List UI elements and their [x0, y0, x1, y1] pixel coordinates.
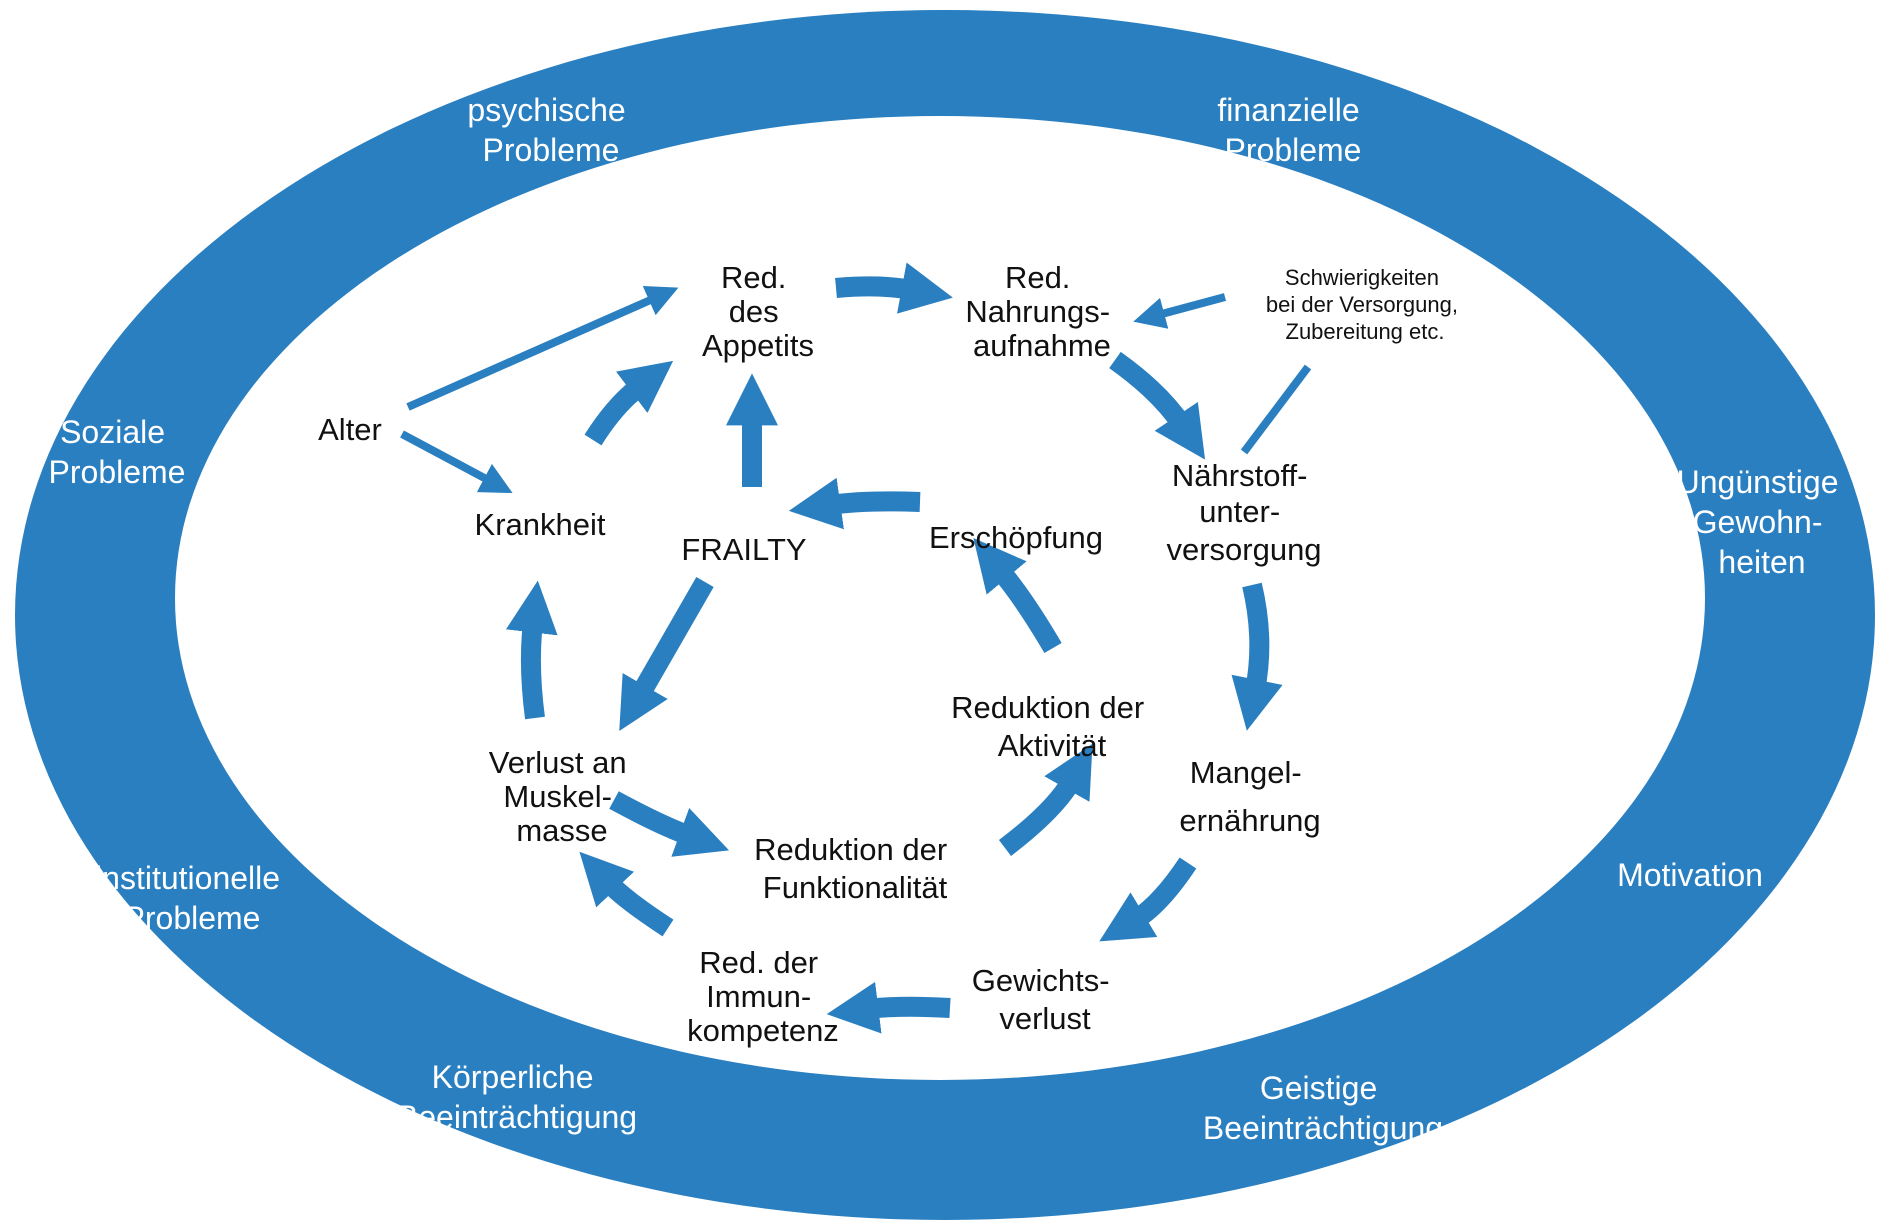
arrow-frailty-to-muskel — [619, 577, 714, 732]
label-unguenstige-gewohnheiten: Ungünstige Gewohn- heiten — [1677, 464, 1848, 580]
node-red-des-appetits: Red. des Appetits — [702, 260, 814, 363]
arrow-naehrstoff-to-mangel — [1231, 582, 1283, 731]
arrow-aktivitaet-to-erschoepfung — [973, 538, 1062, 654]
outer-factor-labels: psychische Probleme finanzielle Probleme… — [49, 92, 1848, 1146]
arrow-immun-to-muskel — [579, 851, 674, 937]
node-gewichtsverlust: Gewichts- verlust — [972, 963, 1118, 1036]
node-reduktion-der-funktionalitaet: Reduktion der Funktionalität — [754, 832, 956, 905]
node-krankheit: Krankheit — [475, 507, 606, 542]
label-finanzielle-probleme: finanzielle Probleme — [1217, 92, 1368, 168]
arrow-alter-to-krankheit — [400, 430, 513, 494]
arrow-versorgung-to-naehrstoff — [1240, 364, 1312, 455]
arrow-erschoepfung-to-frailty — [788, 477, 921, 530]
thin-arrows — [400, 285, 1312, 494]
arrow-funktion-to-aktivitaet — [998, 743, 1093, 856]
arrow-krankheit-to-appetit — [584, 360, 674, 446]
cycle-node-labels: Red. des Appetits Red. Nahrungs- aufnahm… — [318, 260, 1464, 1048]
inner-area — [175, 116, 1705, 1080]
label-soziale-probleme: Soziale Probleme — [49, 414, 186, 490]
arrow-muskel-to-funktion — [609, 791, 730, 857]
cycle-arrows — [505, 262, 1283, 1034]
node-frailty: FRAILTY — [681, 532, 806, 567]
node-schwierigkeiten-versorgung: Schwierigkeiten bei der Versorgung, Zube… — [1266, 265, 1464, 344]
arrow-appetit-to-nahrung — [835, 262, 953, 314]
arrow-gewicht-to-immun — [826, 981, 951, 1034]
arrow-muskel-to-krankheit — [505, 580, 558, 720]
node-naehrstoffunterversorgung: Nährstoff- unter- versorgung — [1166, 458, 1321, 567]
arrow-versorgung-to-nahrung — [1133, 293, 1227, 329]
node-verlust-an-muskelmasse: Verlust an Muskel- masse — [489, 745, 636, 848]
label-motivation: Motivation — [1617, 857, 1763, 893]
node-erschoepfung: Erschöpfung — [929, 520, 1103, 555]
label-institutionelle-probleme: institutionelle Probleme — [95, 860, 289, 936]
arrow-alter-to-appetit — [406, 285, 679, 411]
node-red-nahrungsaufnahme: Red. Nahrungs- aufnahme — [965, 260, 1118, 363]
label-psychische-probleme: psychische Probleme — [467, 92, 634, 168]
node-red-der-immunkompetenz: Red. der Immun- kompetenz — [687, 945, 839, 1048]
label-koerperliche-beeintraechtigung: Körperliche Beeinträchtigung — [397, 1059, 637, 1135]
node-reduktion-der-aktivitaet: Reduktion der Aktivität — [951, 690, 1153, 763]
node-alter: Alter — [318, 412, 382, 447]
node-mangelernaehrung: Mangel- ernährung — [1179, 755, 1320, 838]
arrow-mangel-to-gewicht — [1099, 857, 1197, 942]
label-geistige-beeintraechtigung: Geistige Beeinträchtigung — [1203, 1070, 1443, 1146]
arrow-nahrung-to-naehrstoff — [1109, 351, 1206, 460]
